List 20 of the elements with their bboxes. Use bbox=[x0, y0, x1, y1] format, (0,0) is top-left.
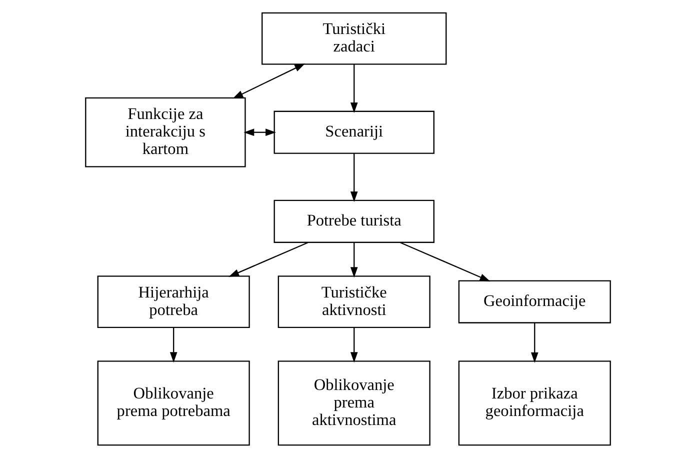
arrow bbox=[350, 154, 358, 202]
node-box: Potrebe turista bbox=[273, 200, 434, 243]
arrow bbox=[530, 323, 538, 363]
node-box: Oblikovanje prema potrebama bbox=[96, 360, 250, 446]
node-box: Turistički zadaci bbox=[261, 12, 446, 65]
arrow bbox=[399, 242, 490, 282]
arrow bbox=[169, 327, 177, 363]
arrow bbox=[243, 128, 276, 136]
arrow bbox=[232, 63, 305, 99]
node-box: Geoinformacije bbox=[458, 280, 610, 324]
node-box: Oblikovanje prema aktivnostima bbox=[277, 360, 430, 446]
arrow bbox=[228, 242, 308, 277]
node-box: Funkcije za interakciju s kartom bbox=[84, 97, 246, 168]
node-box: Hijerarhija potreba bbox=[96, 276, 250, 328]
node-box: Scenariji bbox=[273, 110, 434, 154]
arrow bbox=[350, 64, 358, 113]
node-box: Izbor prikaza geoinformacija bbox=[458, 360, 610, 446]
arrow bbox=[350, 327, 358, 363]
node-box: Turističke aktivnosti bbox=[277, 276, 430, 328]
arrow bbox=[350, 242, 358, 278]
